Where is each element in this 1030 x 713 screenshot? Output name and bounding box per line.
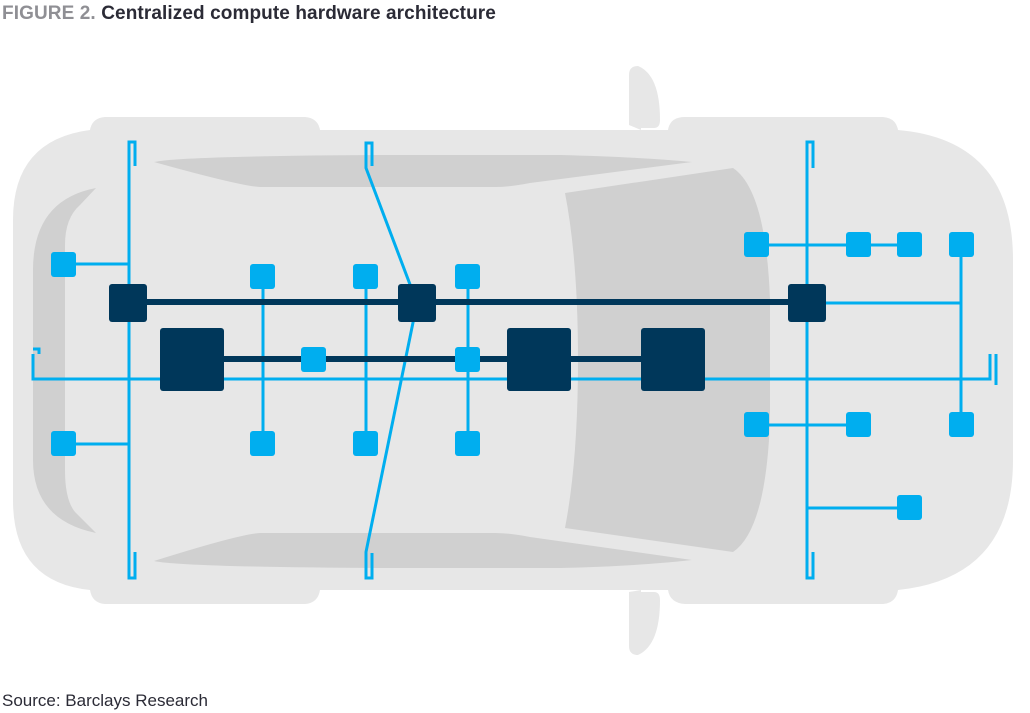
sensor-node	[51, 252, 76, 277]
sensor-node	[744, 412, 769, 437]
sensor-node	[897, 495, 922, 520]
left-vertical-bus	[127, 140, 137, 580]
zone-compute-center	[398, 284, 436, 322]
sensor-node	[250, 264, 275, 289]
mirror-bottom	[629, 590, 660, 655]
zone-compute-front-left	[109, 284, 147, 322]
figure-title-text: Centralized compute hardware architectur…	[101, 3, 496, 24]
sensor-node	[455, 264, 480, 289]
zone-compute-rear	[788, 284, 826, 322]
compute-units	[109, 284, 826, 391]
sensor-nodes	[51, 232, 974, 520]
side-window-bottom	[154, 533, 692, 568]
figure-title: FIGURE 2. Centralized compute hardware a…	[2, 3, 496, 25]
sensor-node	[846, 412, 871, 437]
sensor-node	[353, 264, 378, 289]
sensor-node	[301, 347, 326, 372]
sensor-node	[455, 347, 480, 372]
compute-bus-lines	[128, 299, 808, 362]
figure-label: FIGURE 2.	[2, 3, 96, 24]
sensor-node	[51, 431, 76, 456]
sensor-node	[897, 232, 922, 257]
central-compute-2	[507, 328, 571, 391]
sensor-node	[949, 232, 974, 257]
sensor-node	[949, 412, 974, 437]
side-window-top	[154, 155, 692, 187]
rear-window	[33, 188, 96, 533]
central-compute-1	[160, 328, 224, 391]
right-vertical-bus	[805, 140, 815, 580]
mirror-top	[629, 66, 660, 130]
sensor-node	[846, 232, 871, 257]
sensor-node	[744, 232, 769, 257]
sensor-node	[455, 431, 480, 456]
sensor-node	[353, 431, 378, 456]
sensor-node	[250, 431, 275, 456]
central-compute-3	[641, 328, 705, 391]
source-note: Source: Barclays Research	[2, 691, 208, 710]
